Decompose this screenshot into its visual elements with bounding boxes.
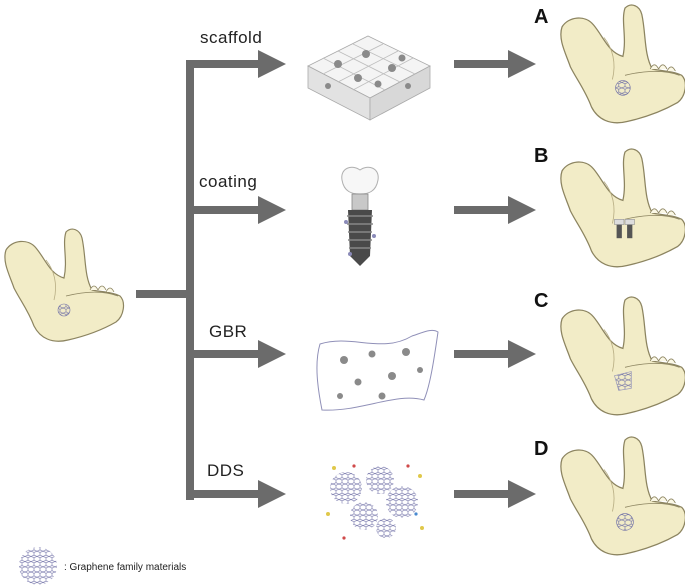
panel-letter-b: B [534, 145, 549, 167]
panel-letter-a: A [534, 6, 549, 28]
mandible-scaffold-result-icon [560, 4, 685, 124]
branch-label-dds: DDS [207, 461, 245, 480]
branch-label-coating: coating [199, 172, 258, 191]
mandible-membrane-result-icon [560, 296, 685, 416]
branch-connector-lines [136, 50, 286, 508]
result-arrows [454, 50, 536, 508]
membrane-sheet-icon [316, 329, 439, 411]
mandible-dds-result-icon [560, 436, 685, 556]
legend-label: : Graphene family materials [64, 562, 187, 573]
panel-letter-c: C [534, 290, 549, 312]
graphene-hexagon-icon [19, 547, 57, 585]
mandible-defect-icon [4, 228, 125, 342]
mandible-implant-result-icon [560, 148, 685, 268]
branch-label-scaffold: scaffold [200, 28, 263, 47]
dental-implant-icon [341, 166, 379, 266]
branch-label-gbr: GBR [209, 322, 248, 341]
scaffold-lattice-icon [307, 35, 431, 121]
panel-letter-d: D [534, 438, 549, 460]
drug-delivery-particles-icon [326, 464, 424, 540]
